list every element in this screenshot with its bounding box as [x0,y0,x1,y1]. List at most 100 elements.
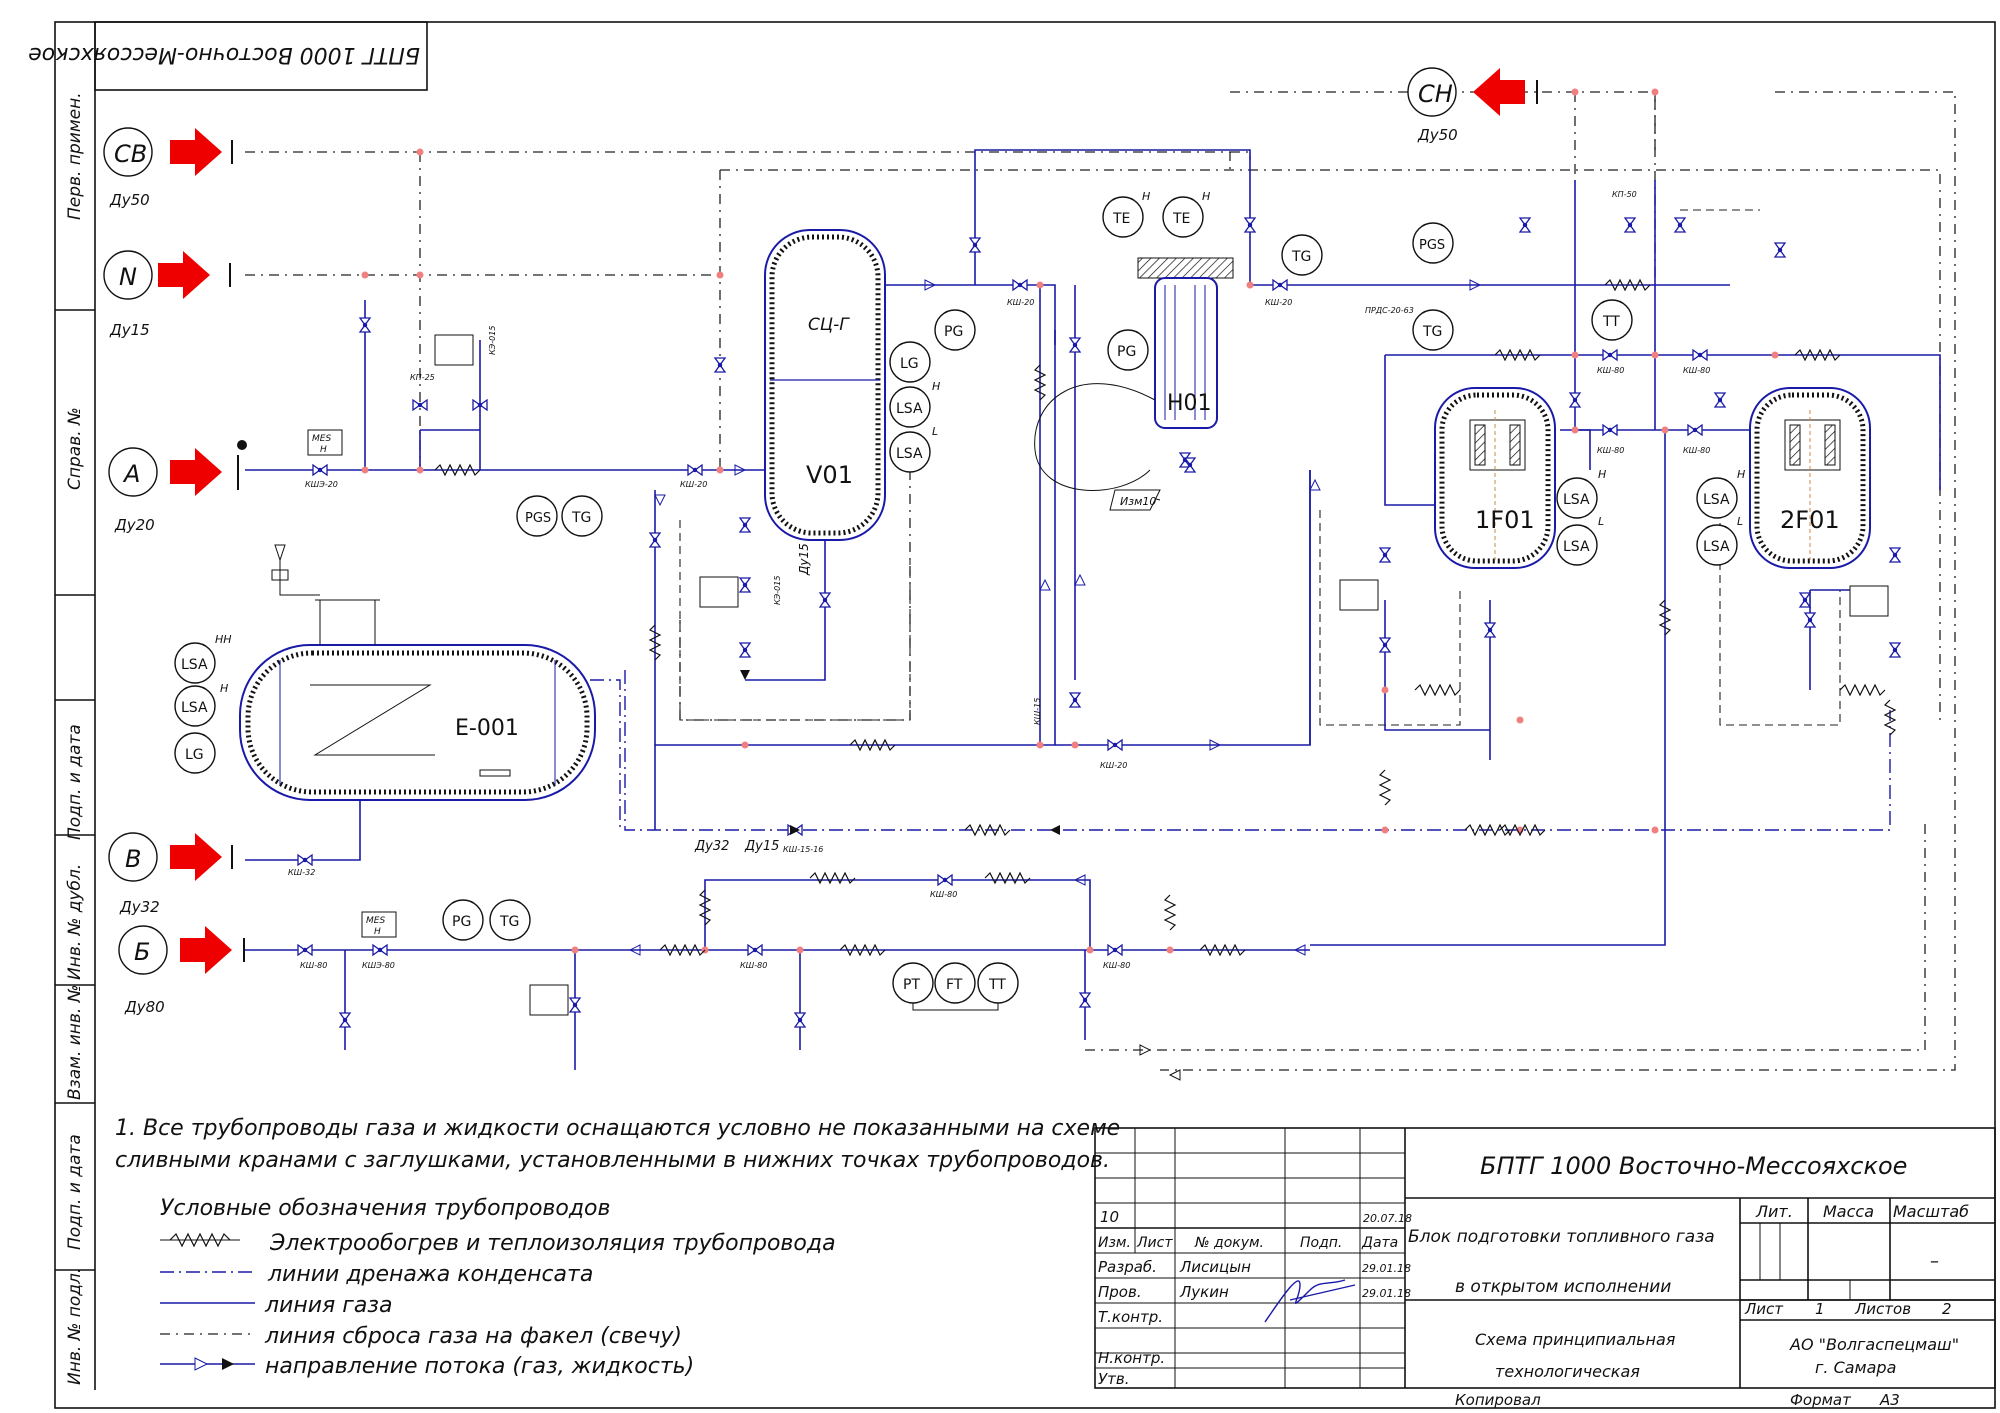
svg-text:TE: TE [1112,211,1130,227]
tag-ksh80-c: КШ-80 [930,890,957,899]
tag-ksh80-g: КШ-80 [1597,446,1624,455]
tag-ksh20-a: КШ-20 [680,480,707,489]
inst-te-2: TEH [1162,190,1210,238]
inst-pg-1: PG [934,309,976,351]
signature [1264,1279,1356,1323]
tb-hdr-podp: Подп. [1300,1235,1342,1251]
inst-lsa-7: LSA HH [174,633,232,684]
svg-text:TT: TT [1602,314,1620,330]
inst-lg-2: LG [174,732,216,774]
conn-be-dn: Ду80 [124,998,165,1016]
tag-ksh80-f: КШ-80 [1683,366,1710,375]
tb-prov-label: Пров. [1098,1283,1142,1301]
svg-text:TG: TG [571,510,591,526]
tag-ksh-e-20: КШЭ-20 [305,480,338,489]
tb-utv: Утв. [1098,1370,1130,1388]
note1-line2: сливными кранами с заглушками, установле… [115,1148,1110,1173]
tag-kp25: КП-25 [410,373,435,382]
izm-label: Изм10 [1120,495,1156,508]
svg-text:PG: PG [1117,344,1136,360]
tb-massa: Масса [1823,1202,1874,1221]
svg-text:TG: TG [1422,324,1442,340]
inst-lsa-2: LSA L [889,425,938,473]
sheet-border [54,21,1996,1409]
tag-ksh80-d: КШ-80 [1103,961,1130,970]
v01-label: V01 [806,461,853,489]
inst-tg-2: TG [1281,234,1323,276]
side-podp-data-1: Подп. и дата [65,724,85,840]
conn-ch-code: CH [1418,80,1453,108]
tag-h-b: Н [374,927,381,937]
filter-2f01: 2F01 [1749,387,1871,569]
tag-ksh32: КШ-32 [288,868,315,877]
svg-text:L: L [1598,515,1604,528]
svg-text:LG: LG [900,356,919,372]
side-inv-podl: Инв. № подл. [65,1268,85,1385]
tb-list-val: 1 [1815,1300,1825,1318]
side-inv-dubl: Инв. № дубл. [65,864,85,980]
filter-1f01: 1F01 [1434,387,1556,569]
svg-text:PG: PG [944,324,963,340]
tb-list-label: Лист [1744,1300,1784,1318]
legend-item-0: Электрообогрев и теплоизоляция трубопров… [269,1231,836,1256]
tb-lit: Лит. [1755,1202,1793,1221]
inst-pg-3: PG [442,899,484,941]
tb-masshtab: Масштаб [1893,1202,1969,1221]
dn-du15-v01: Ду15 [797,543,811,576]
connection-be: Б Ду80 [118,925,245,1016]
tb-scale-val: – [1930,1251,1939,1272]
tb-format: Формат [1790,1391,1852,1409]
tag-ksh-e-80: КШЭ-80 [362,961,395,970]
tb-razrab-name: Лисицын [1179,1258,1251,1276]
v01-top-label: СЦ-Г [808,315,850,335]
tb-listov-val: 2 [1942,1300,1952,1318]
svg-text:L: L [1737,515,1743,528]
svg-text:H: H [932,380,940,393]
inst-tg-4: TG [489,899,531,941]
svg-text:LG: LG [185,747,204,763]
tb-hdr-list: Лист [1136,1235,1173,1251]
svg-text:LSA: LSA [896,446,923,462]
svg-text:H: H [1202,190,1210,203]
tag-ksh20-c: КШ-20 [1007,298,1034,307]
svg-text:PG: PG [452,914,471,930]
top-stamp-box [94,21,428,91]
tag-ksh1516: КШ-15-16 [783,845,823,854]
svg-text:TG: TG [1291,249,1311,265]
tb-prov-date: 29.01.18 [1362,1287,1411,1300]
tb-nkontr: Н.контр. [1098,1349,1165,1367]
tb-prov-name: Лукин [1179,1283,1229,1301]
inst-pgs-2: PGS [1412,222,1454,264]
top-stamp-text: БПТГ 1000 Восточно-Мессояхское [28,42,420,67]
f1-label: 1F01 [1475,506,1535,534]
svg-text:L: L [932,425,938,438]
inst-te-1: TEH [1102,190,1150,238]
flow-arrows [628,279,1482,1081]
tb-rev-date: 20.07.18 [1363,1212,1412,1225]
conn-cb-code: CB [114,140,147,168]
heater-h01: H01 Изм10 [1034,257,1234,511]
conn-a-code: A [122,460,140,488]
tb-listov-label: Листов [1854,1300,1911,1318]
vessel-v01: СЦ-Г V01 [764,229,886,541]
svg-text:LSA: LSA [181,657,208,673]
legend: Условные обозначения трубопроводов Элект… [160,1196,836,1379]
inst-pgs-1: PGS [516,495,558,537]
side-vzam-inv: Взам. инв. № [65,985,85,1100]
svg-text:LSA: LSA [1703,492,1730,508]
svg-text:TT: TT [988,977,1006,993]
tb-doc-line2: технологическая [1495,1362,1640,1381]
dn-du15: Ду15 [744,839,779,854]
inst-tg-3: TG [1412,309,1454,351]
conn-b-dn: Ду32 [119,898,160,916]
svg-text:PT: PT [903,977,920,993]
tag-ksh15-a: КШ-15 [1033,698,1042,725]
svg-text:HH: HH [215,633,232,646]
dn-du32: Ду32 [694,839,729,854]
